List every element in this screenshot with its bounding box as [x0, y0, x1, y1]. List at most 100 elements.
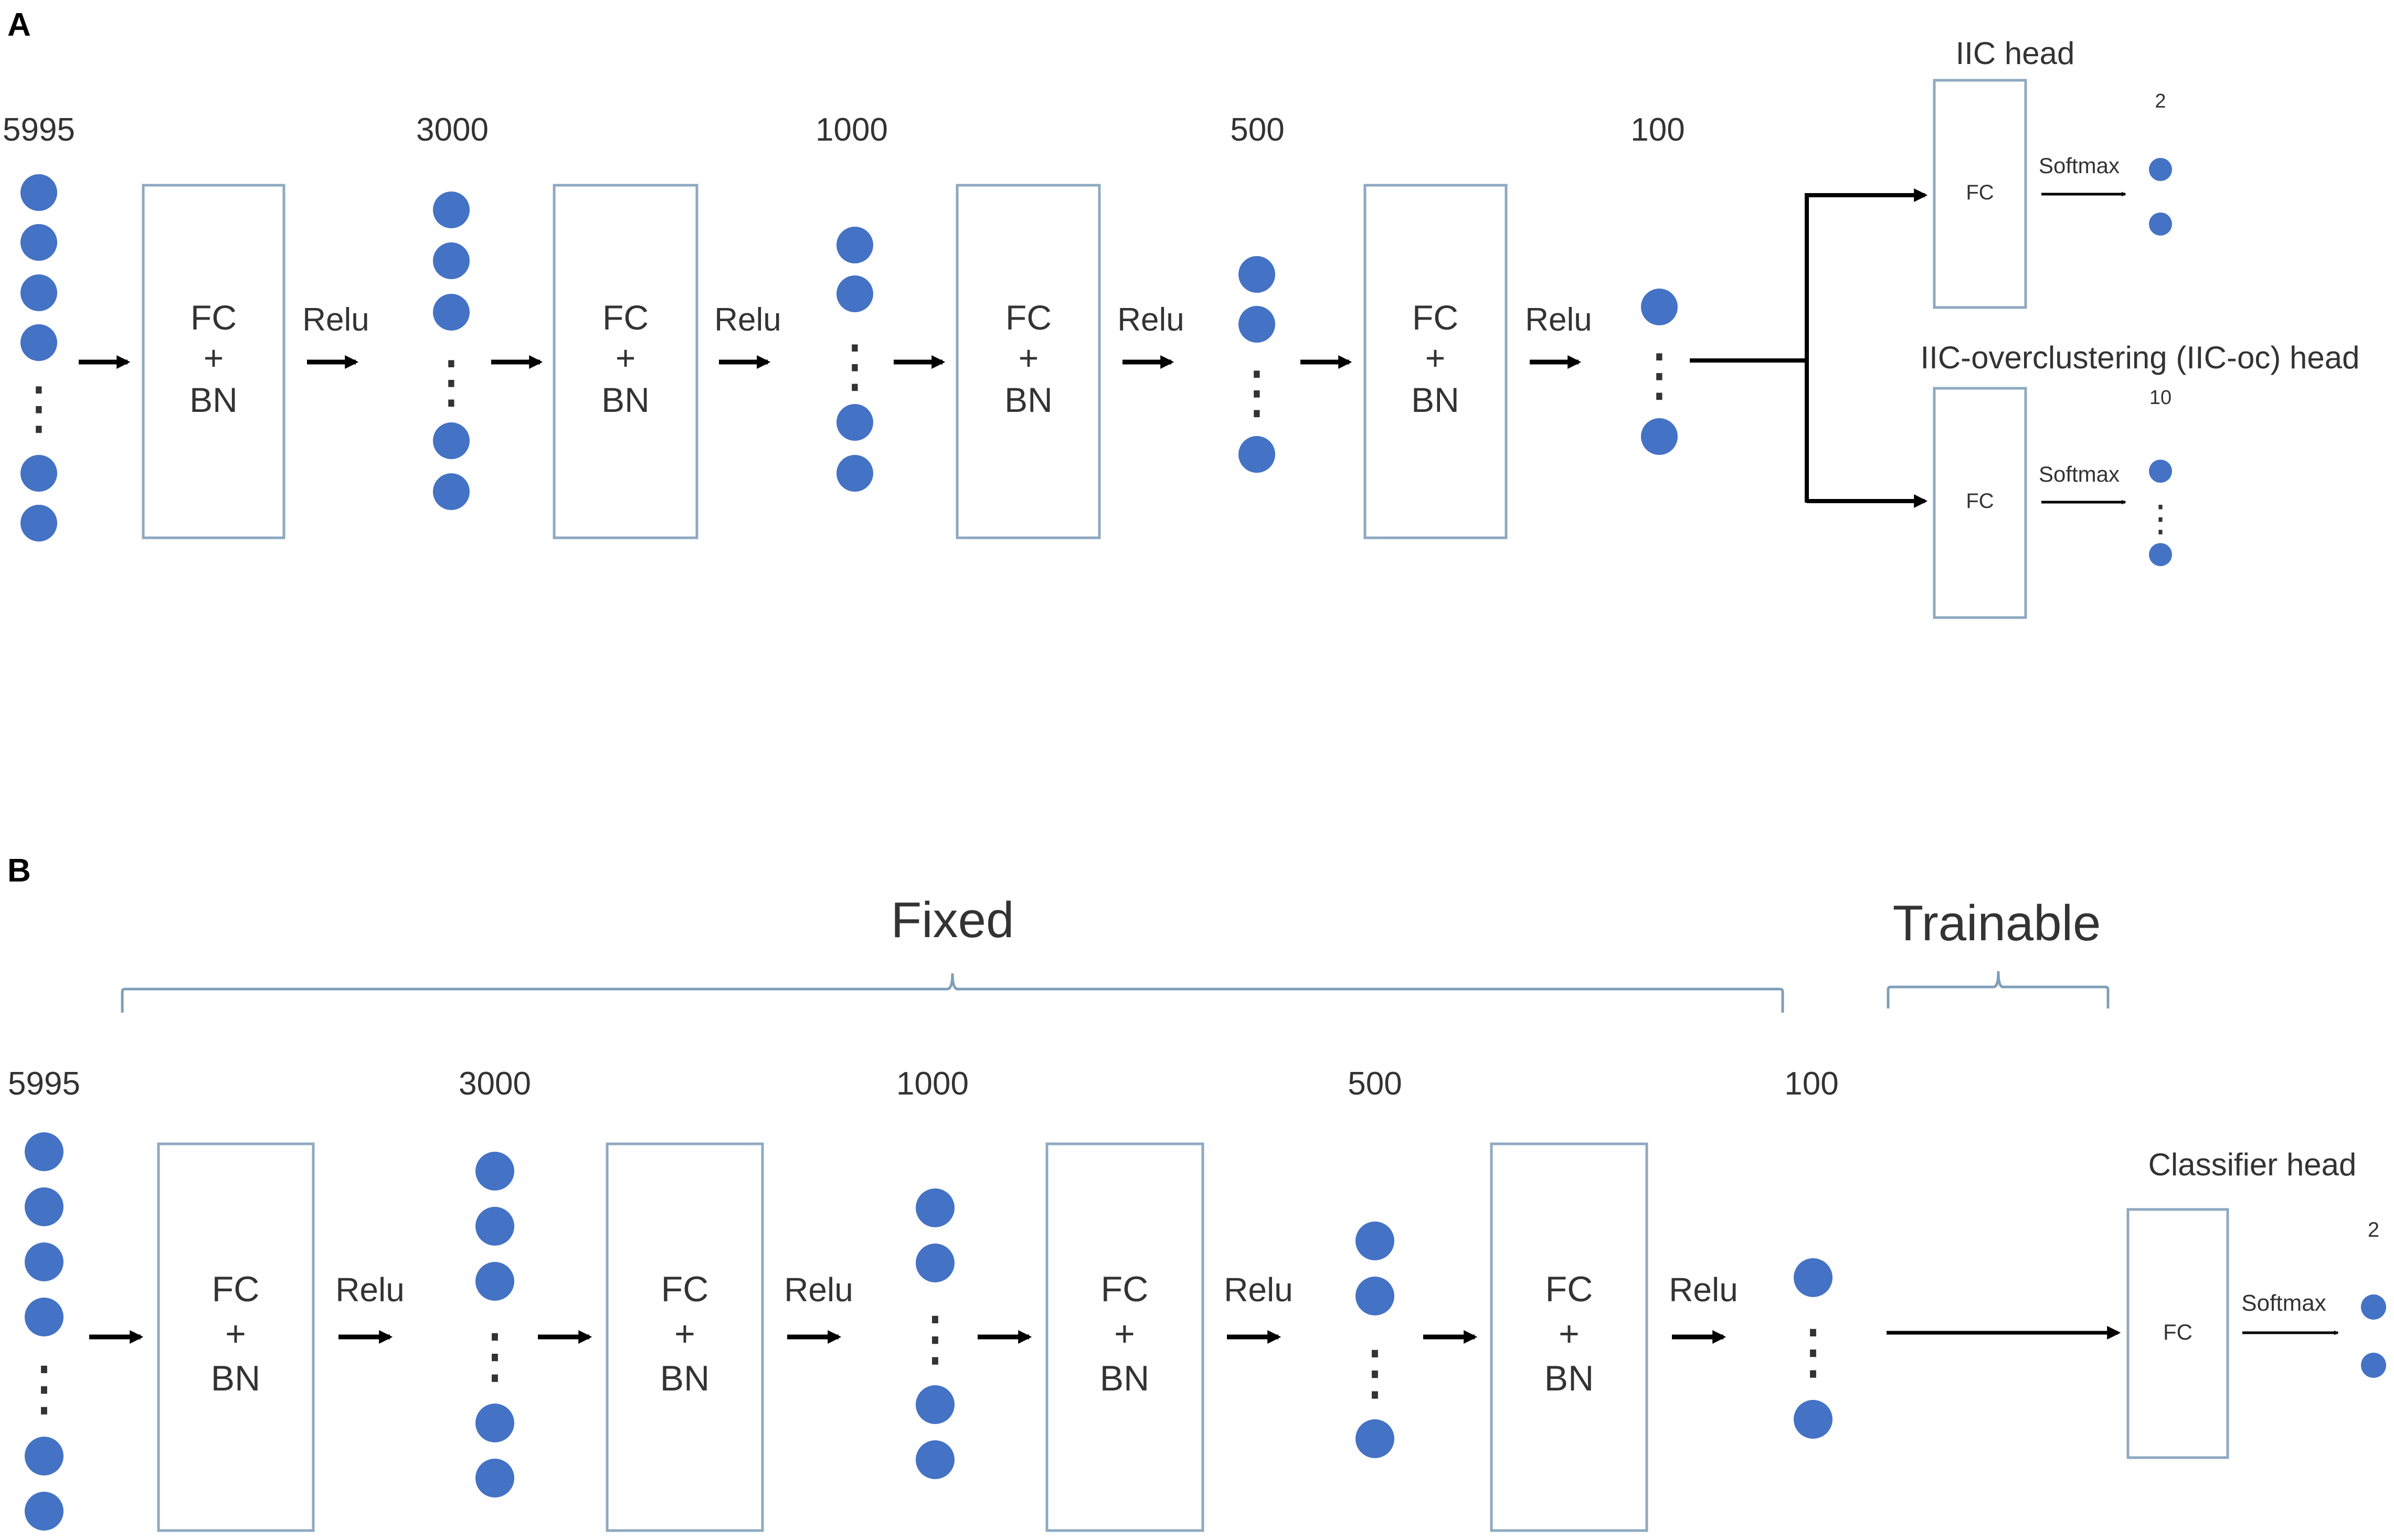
node — [20, 174, 57, 211]
block-bn-label: BN — [601, 380, 650, 419]
node — [20, 324, 57, 361]
node — [20, 224, 57, 261]
layer-size-label: 1000 — [815, 112, 888, 148]
node — [1641, 289, 1678, 325]
softmax-label: Softmax — [2241, 1290, 2326, 1316]
output-node — [2149, 213, 2172, 236]
fc-bn-block: FC + BN — [1045, 1142, 1204, 1532]
ellipsis: ⋮ — [1345, 1339, 1405, 1406]
node-column-1000 — [836, 227, 873, 492]
ellipsis: ⋮ — [422, 349, 480, 414]
node — [20, 274, 57, 311]
layer-size-label: 3000 — [416, 112, 489, 148]
block-plus-label: + — [674, 1314, 695, 1354]
ellipsis: ⋮ — [14, 1355, 75, 1422]
classifier-head: Classifier head FC Softmax 2 — [2126, 1147, 2386, 1459]
panel-b-letter: B — [7, 853, 31, 889]
ellipsis: ⋮ — [1228, 360, 1286, 424]
node-column-3000 — [475, 1152, 514, 1497]
panel-b: B Fixed Trainable 5995 3000 1000 500 100… — [7, 853, 2386, 1532]
softmax-label: Softmax — [2039, 462, 2120, 486]
node — [25, 1298, 63, 1336]
block-plus-label: + — [225, 1314, 246, 1354]
node — [836, 227, 873, 263]
block-bn-label: BN — [1100, 1358, 1149, 1398]
node — [836, 455, 873, 492]
relu-label: Relu — [335, 1271, 405, 1309]
node — [1355, 1277, 1394, 1315]
output-size-label: 2 — [2368, 1218, 2379, 1241]
output-node — [2361, 1294, 2386, 1320]
node — [1794, 1258, 1832, 1297]
block-fc-label: FC — [212, 1269, 260, 1309]
node — [433, 422, 470, 459]
block-bn-label: BN — [189, 380, 238, 419]
node — [20, 455, 57, 492]
node — [25, 1492, 63, 1531]
trainable-label: Trainable — [1893, 895, 2101, 951]
node — [916, 1244, 955, 1282]
block-plus-label: + — [204, 338, 224, 377]
node — [916, 1188, 955, 1227]
output-size-label: 10 — [2149, 387, 2171, 409]
block-fc-label: FC — [602, 298, 649, 337]
node-column-5995 — [20, 174, 57, 541]
layer-size-label: 500 — [1230, 112, 1284, 148]
fc-bn-block: FC + BN — [1490, 1142, 1648, 1532]
node — [433, 294, 470, 331]
node-column-1000 — [916, 1188, 955, 1479]
node — [1238, 436, 1275, 473]
node — [25, 1187, 63, 1226]
branch-connector — [1690, 188, 1928, 508]
layer-size-label: 500 — [1348, 1066, 1402, 1102]
node — [1355, 1222, 1394, 1260]
block-plus-label: + — [1425, 338, 1446, 377]
layer-size-label: 100 — [1784, 1066, 1838, 1102]
iic-oc-head: IIC-overclustering (IIC-oc) head FC Soft… — [1921, 340, 2359, 619]
node — [25, 1242, 63, 1281]
classifier-head-block-label: FC — [2163, 1320, 2192, 1344]
iic-head-block-label: FC — [1966, 181, 1994, 204]
output-node — [2149, 158, 2172, 181]
layer-size-label: 100 — [1630, 112, 1685, 148]
node-column-100 — [1641, 289, 1678, 455]
block-plus-label: + — [616, 338, 636, 377]
block-bn-label: BN — [1004, 380, 1053, 419]
node-column-100 — [1794, 1258, 1832, 1439]
block-bn-label: BN — [1411, 380, 1459, 419]
iic-head: IIC head FC Softmax 2 — [1933, 36, 2172, 309]
block-plus-label: + — [1019, 338, 1039, 377]
output-node — [2149, 543, 2172, 566]
fixed-label: Fixed — [891, 892, 1014, 948]
node — [25, 1437, 63, 1475]
node — [475, 1404, 514, 1442]
panel-a: A 5995 3000 1000 500 100 ⋮ ⋮ — [3, 7, 2359, 619]
softmax-label: Softmax — [2039, 153, 2120, 178]
ellipsis: ⋮ — [1630, 343, 1688, 407]
ellipsis: ⋮ — [826, 334, 884, 398]
ellipsis: ⋮ — [2142, 498, 2179, 539]
fc-bn-block: FC + BN — [553, 184, 698, 539]
layer-size-label: 5995 — [8, 1066, 80, 1102]
relu-label: Relu — [1669, 1271, 1738, 1309]
fixed-brace — [121, 973, 1784, 1013]
node — [1794, 1400, 1832, 1439]
fc-bn-block: FC + BN — [157, 1142, 315, 1532]
panel-a-letter: A — [7, 7, 31, 43]
node-column-500 — [1238, 256, 1275, 473]
block-fc-label: FC — [661, 1269, 709, 1309]
node — [433, 192, 470, 228]
block-bn-label: BN — [660, 1358, 709, 1398]
block-plus-label: + — [1114, 1314, 1135, 1354]
node — [475, 1207, 514, 1246]
ellipsis: ⋮ — [10, 376, 68, 440]
node — [20, 505, 57, 541]
block-fc-label: FC — [1545, 1269, 1593, 1309]
node-column-5995 — [25, 1132, 63, 1531]
node — [1238, 306, 1275, 343]
relu-label: Relu — [714, 302, 781, 338]
block-fc-label: FC — [1101, 1269, 1149, 1309]
node — [475, 1262, 514, 1301]
block-fc-label: FC — [1412, 298, 1458, 337]
